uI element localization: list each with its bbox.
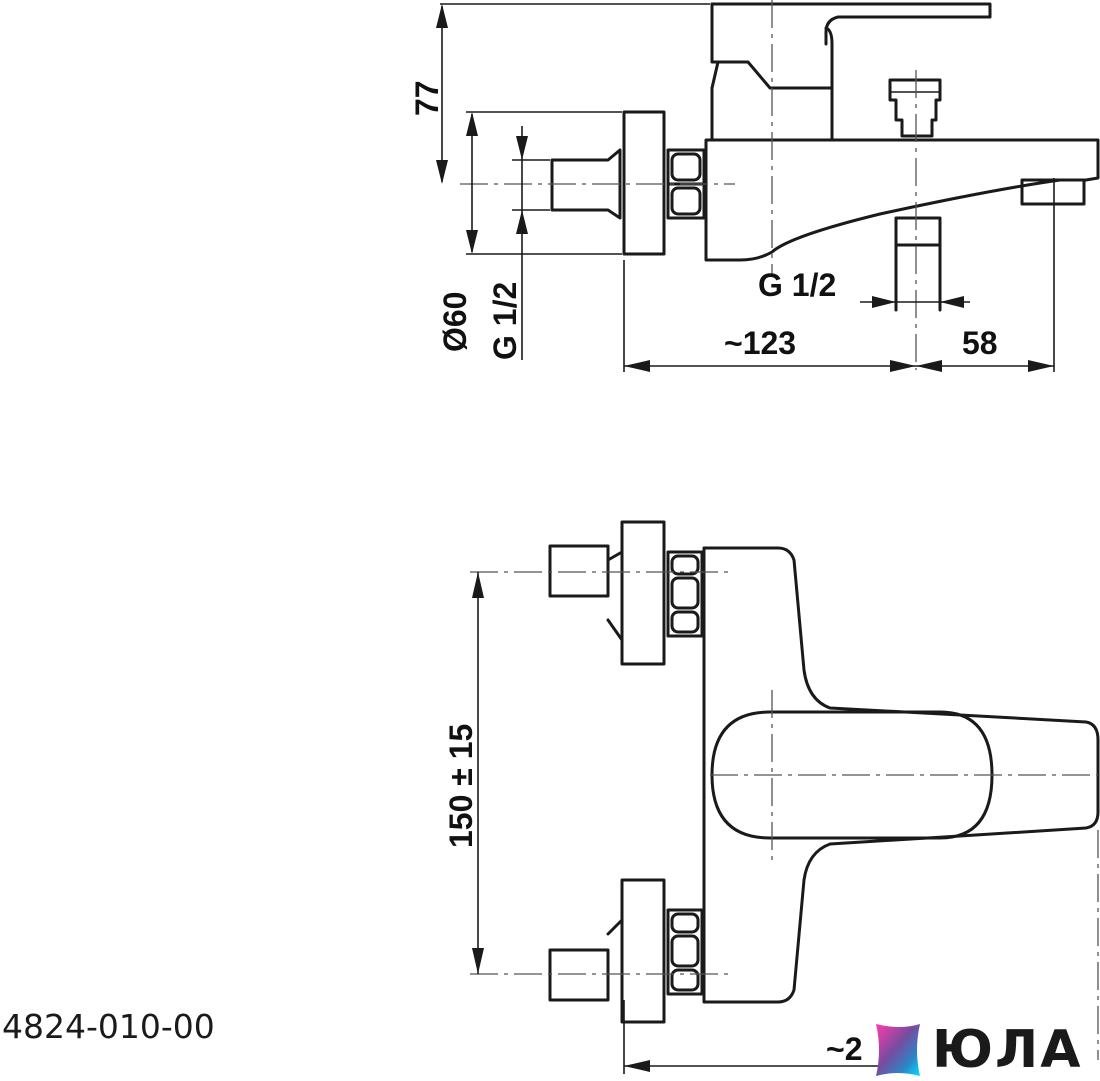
dim-label-77: 77	[409, 80, 445, 116]
dim-label-depth: ~123	[724, 325, 796, 361]
fitting-bottom	[548, 948, 610, 1002]
shower-outlet	[894, 216, 942, 247]
handle-collar	[710, 60, 720, 142]
mixer-body	[704, 138, 1100, 262]
eccentric-fitting	[550, 148, 622, 220]
dim-label-width-partial: ~2	[826, 1031, 862, 1067]
spout-aerator	[1020, 178, 1086, 206]
handle-lever	[710, 2, 992, 46]
diverter-knob	[888, 78, 942, 138]
side-view: 77 Ø60 G 1/2 G 1/2 ~123 58	[409, 0, 1100, 372]
yula-logo-icon	[876, 1024, 920, 1076]
hex-nut	[666, 148, 706, 220]
dim-label-spout-length: 58	[962, 325, 998, 361]
front-view: 150 ± 15 ~2	[443, 520, 1100, 1074]
rosette-bottom	[620, 878, 666, 1024]
nut-bottom	[666, 908, 704, 996]
nut-top	[666, 550, 704, 638]
handle-body	[710, 2, 834, 90]
dim-label-thread-left: G 1/2	[487, 282, 523, 360]
dim-label-diameter: Ø60	[437, 292, 473, 352]
rosette-top	[620, 520, 666, 666]
dim-label-spacing: 150 ± 15	[443, 724, 479, 848]
dim-label-thread-spout: G 1/2	[758, 267, 836, 303]
mixer-body-front	[702, 546, 1100, 1004]
part-code: 4824-010-00	[2, 1007, 215, 1046]
fitting-top	[548, 544, 610, 598]
logo-text: ЮЛА	[932, 1020, 1083, 1080]
wall-rosette	[622, 110, 666, 256]
lever-front	[710, 710, 994, 840]
